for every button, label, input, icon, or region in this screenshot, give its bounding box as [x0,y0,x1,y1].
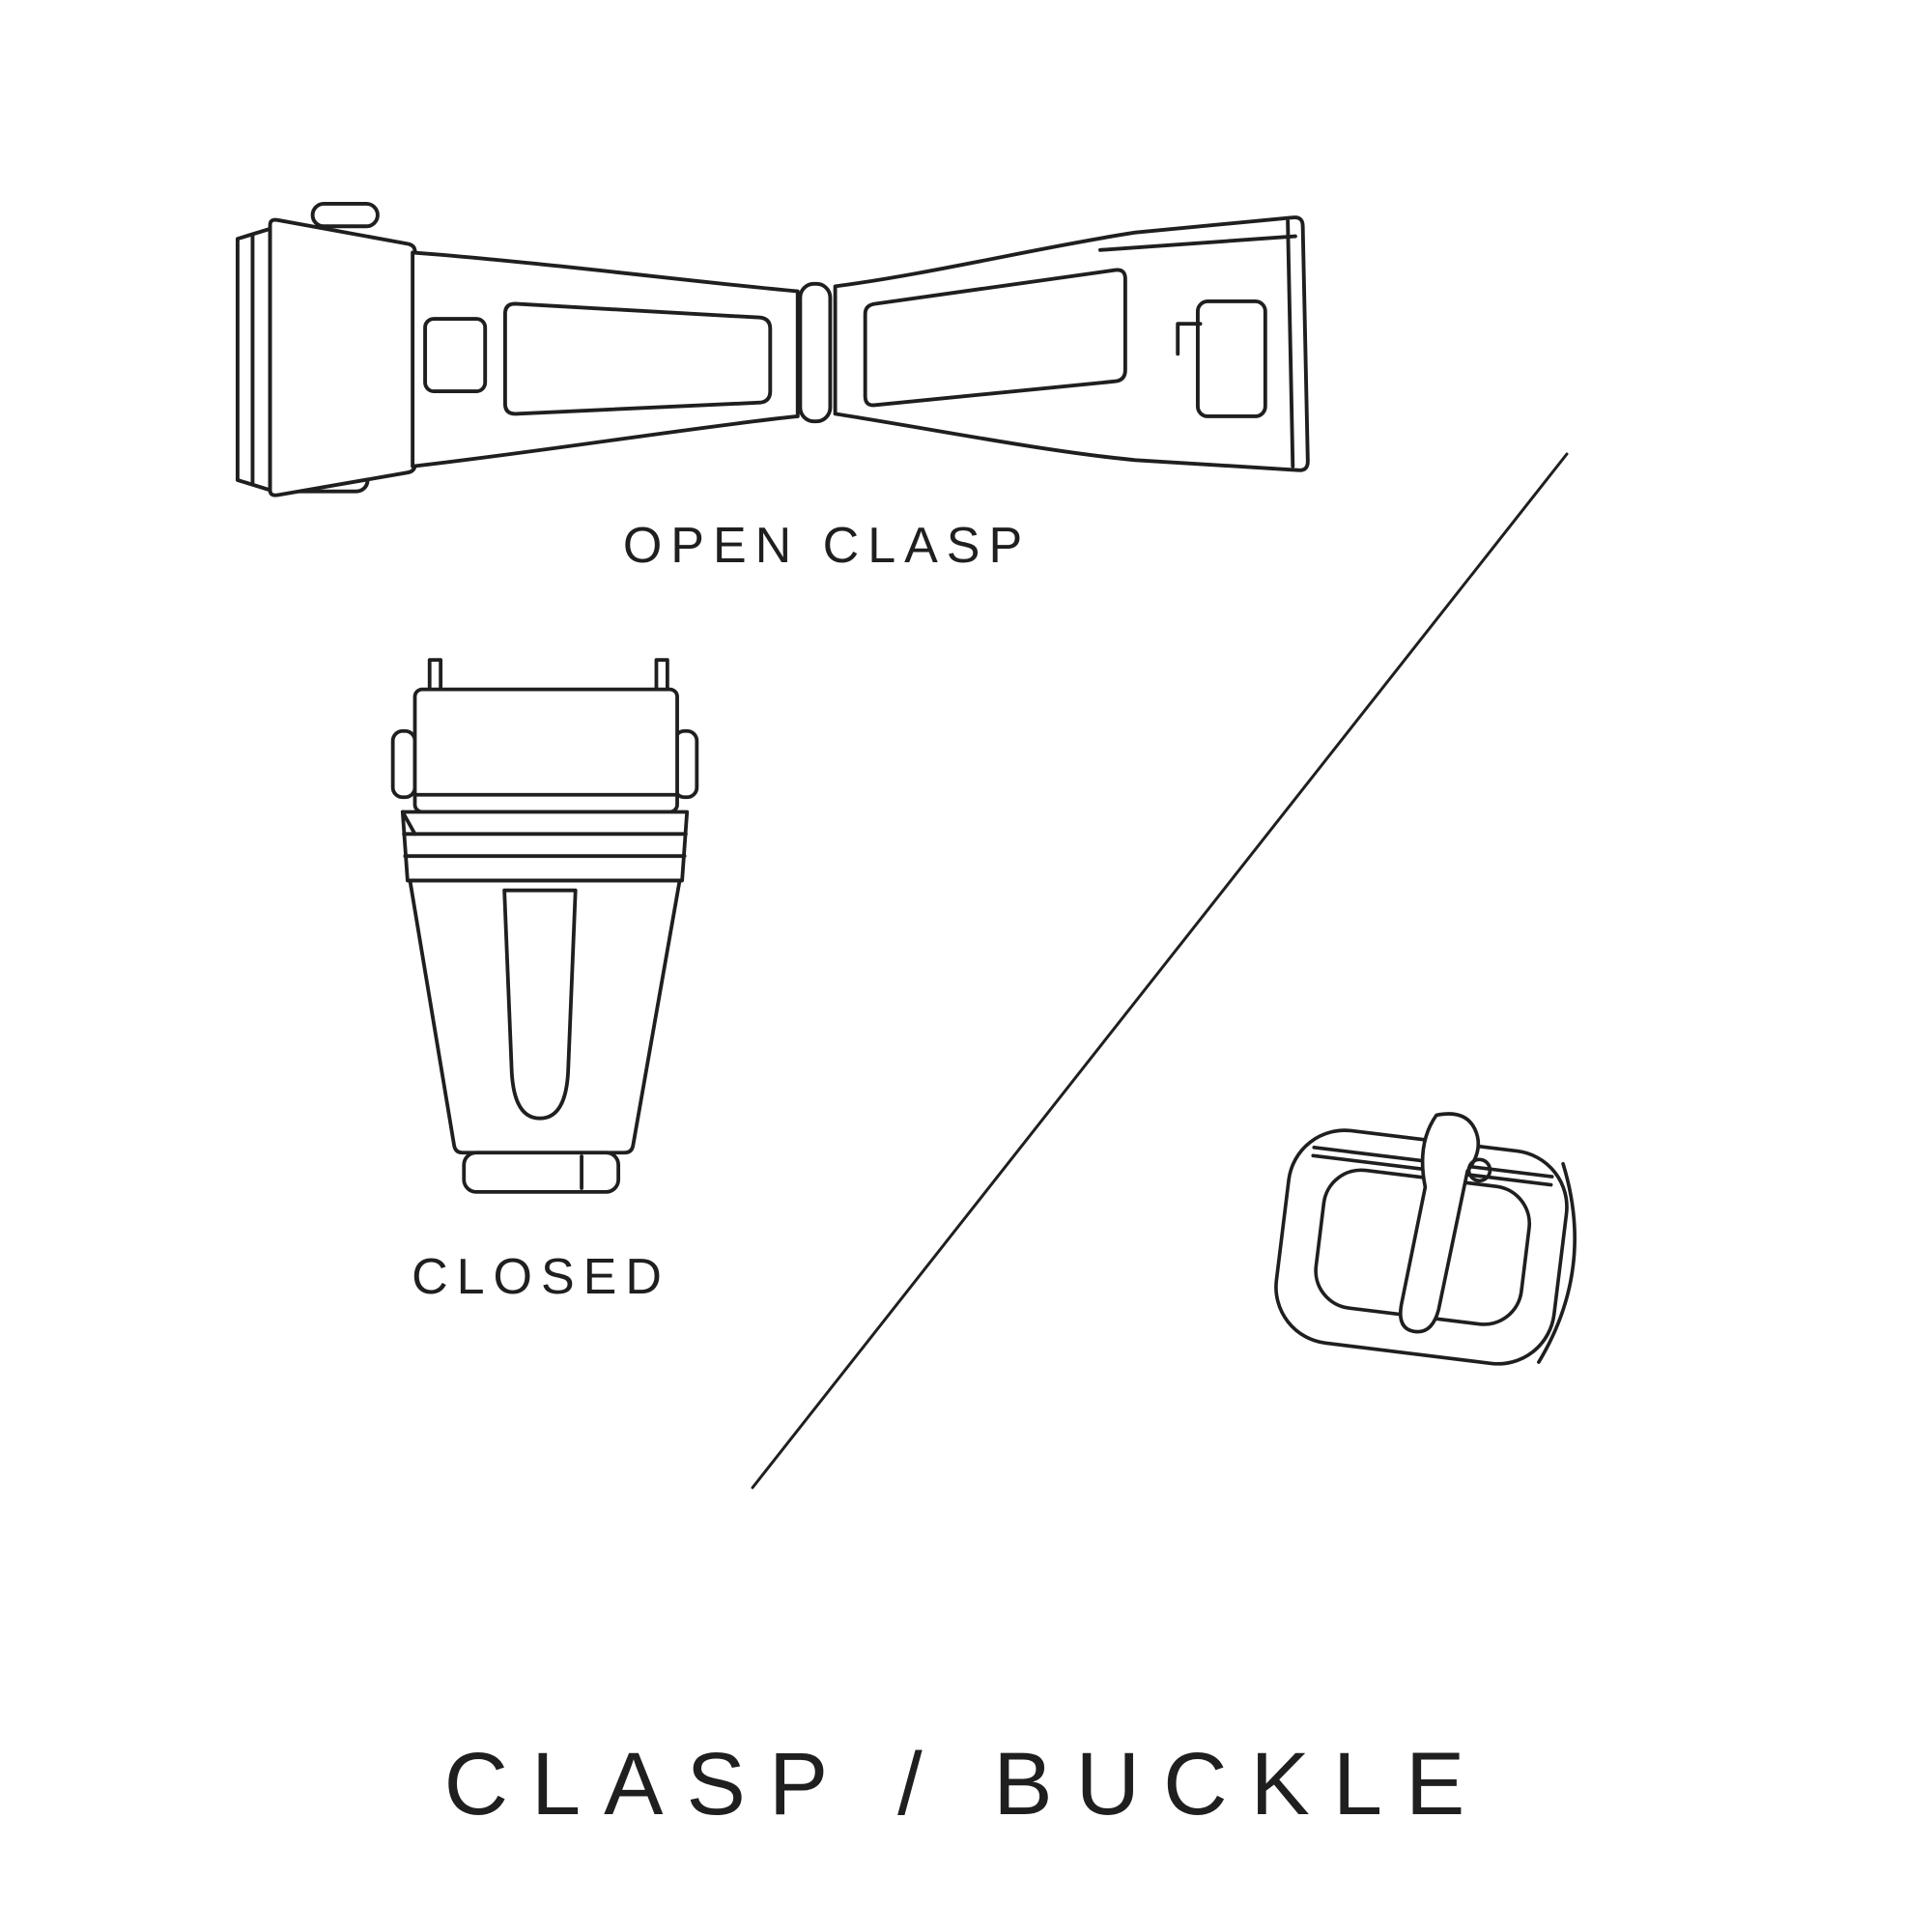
closed-clasp-illustration [390,658,699,1194]
open-clasp-hinge-link [798,281,833,424]
open-clasp-label: OPEN CLASP [622,518,1032,574]
closed-clasp-foot [462,1151,621,1194]
open-clasp-left-arm [411,250,800,469]
closed-clasp-fold-band [400,810,690,883]
open-clasp-right-arm [833,215,1310,472]
page-title: CLASP / BUCKLE [443,1735,1489,1833]
tang-buckle-illustration [1274,1112,1577,1366]
closed-clasp-body [408,878,682,1155]
open-clasp-illustration [236,202,1310,497]
closed-clasp-label: CLOSED [412,1249,670,1305]
open-clasp-left-cover [236,202,417,497]
closed-clasp-top-cover [390,687,699,814]
